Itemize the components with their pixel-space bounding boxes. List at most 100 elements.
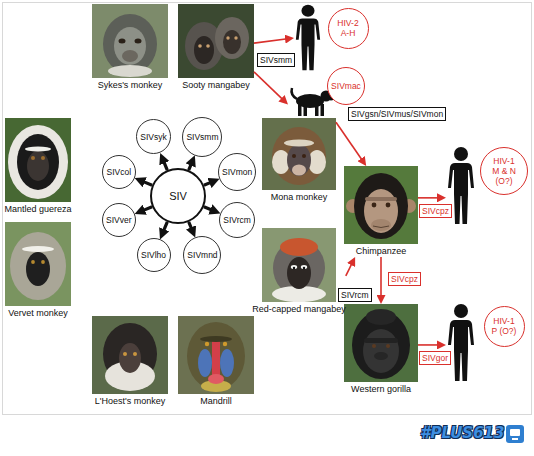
lineage-name: SIVsyk: [140, 132, 166, 142]
hub-name: SIV: [169, 190, 187, 203]
virus-name: HIV-1 M & N (O?): [490, 156, 518, 186]
species-photo-part: [178, 4, 254, 78]
watermark-icon-part: [506, 425, 524, 443]
species-caption: Red-capped mangabey: [252, 304, 346, 315]
species-photo-part: [205, 342, 209, 346]
human-silhouette-part: [448, 163, 474, 224]
species-photo-part: [284, 140, 314, 147]
species-photo-part: [262, 228, 336, 302]
species-photo-part: [187, 322, 245, 390]
human-silhouette: [448, 147, 474, 224]
lineage-arrow: [204, 207, 216, 212]
species-photo-part: [103, 14, 157, 74]
species-caption: Mona monkey: [262, 192, 336, 203]
species-photo: [344, 304, 418, 382]
macaque-silhouette-part: [304, 104, 308, 116]
photo-frame: [344, 166, 418, 244]
species-photo-part: [344, 166, 418, 244]
transmission-arrow: [418, 344, 442, 346]
species-photo-part: [293, 267, 295, 269]
lineage-arrow: [162, 222, 167, 234]
lineage-name: SIVver: [106, 215, 132, 225]
virus-badge: HIV-2 A-H: [328, 8, 369, 49]
virus-badge: SIVmac: [327, 67, 365, 105]
hub-circle: SIV: [150, 168, 206, 224]
strain-tag: SIVgsn/SIVmus/SIVmon: [348, 107, 446, 121]
lineage-arrow: [140, 180, 152, 185]
species-caption: L'Hoest's monkey: [92, 396, 168, 407]
species-photo-part: [280, 238, 318, 256]
human-silhouette: [448, 304, 474, 381]
species-photo-part: [27, 151, 49, 181]
species-photo-part: [41, 260, 45, 264]
lineage-circle: SIVlho: [137, 238, 171, 272]
species-photo-part: [10, 232, 66, 300]
species-node: Sykes's monkey: [92, 4, 168, 91]
species-photo-part: [215, 17, 249, 59]
photo-frame: [178, 316, 254, 394]
lineage-name: SIVlho: [141, 250, 166, 260]
watermark-icon-part: [510, 429, 520, 436]
photo-frame: [5, 222, 71, 306]
species-photo-part: [198, 349, 212, 377]
human-silhouette: [296, 5, 320, 70]
lineage-name: SIVmon: [222, 167, 252, 177]
lineage-arrow: [204, 181, 215, 185]
species-caption: Mandrill: [178, 396, 254, 407]
species-photo: [262, 228, 336, 302]
species-photo: [178, 316, 254, 394]
species-photo-part: [386, 344, 390, 348]
transmission-arrow: [254, 39, 290, 44]
species-photo: [92, 4, 168, 78]
lineage-circle: SIVrcm: [219, 202, 255, 238]
lineage-circle: SIVsmm: [182, 117, 222, 157]
species-node: Mantled guereza: [4, 118, 71, 215]
watermark: #PLUS613: [420, 424, 504, 442]
species-photo-part: [234, 36, 237, 39]
species-photo-part: [364, 338, 398, 343]
strain-tag: SIVcpz: [419, 204, 452, 218]
species-photo-part: [92, 4, 168, 78]
transmission-arrow: [254, 72, 285, 102]
species-photo-part: [364, 189, 398, 233]
species-caption: Chimpanzee: [344, 246, 418, 257]
species-photo-part: [372, 344, 376, 348]
species-photo-part: [354, 173, 408, 239]
species-photo-part: [25, 147, 51, 152]
species-photo-part: [262, 118, 336, 190]
figure-border: [3, 3, 532, 415]
species-photo-part: [302, 154, 306, 158]
host-node: HIV-1 P (O?): [446, 302, 532, 384]
species-photo-part: [208, 374, 224, 384]
lineage-arrow: [140, 207, 152, 212]
virus-name: SIVmac: [331, 81, 361, 91]
species-photo-part: [223, 342, 227, 346]
species-photo-part: [133, 352, 137, 356]
species-photo-part: [272, 127, 326, 185]
lineage-circle: SIVsyk: [136, 119, 171, 154]
species-photo-part: [386, 203, 391, 208]
transmission-arrow: [380, 257, 382, 300]
transmission-arrow: [336, 122, 364, 162]
virus-badge: HIV-1 P (O?): [484, 306, 525, 347]
species-caption: Mantled guereza: [4, 204, 71, 215]
watermark-icon: [506, 425, 524, 443]
species-photo-part: [371, 219, 391, 231]
virus-name: HIV-2 A-H: [334, 18, 362, 38]
species-caption: Sykes's monkey: [92, 80, 168, 91]
species-photo-part: [287, 257, 311, 289]
species-photo-part: [365, 197, 397, 201]
lineage-circle: SIVver: [102, 203, 136, 237]
species-photo-part: [31, 260, 35, 264]
species-photo-part: [178, 316, 254, 394]
species-photo-part: [374, 352, 388, 360]
photo-frame: [344, 304, 418, 382]
species-photo-part: [135, 39, 142, 44]
species-photo-part: [287, 144, 311, 176]
lineage-name: SIVsmm: [186, 132, 218, 142]
species-photo-part: [123, 352, 127, 356]
species-photo-part: [366, 309, 396, 325]
transmission-arrow: [418, 197, 442, 199]
species-photo-part: [344, 304, 418, 382]
